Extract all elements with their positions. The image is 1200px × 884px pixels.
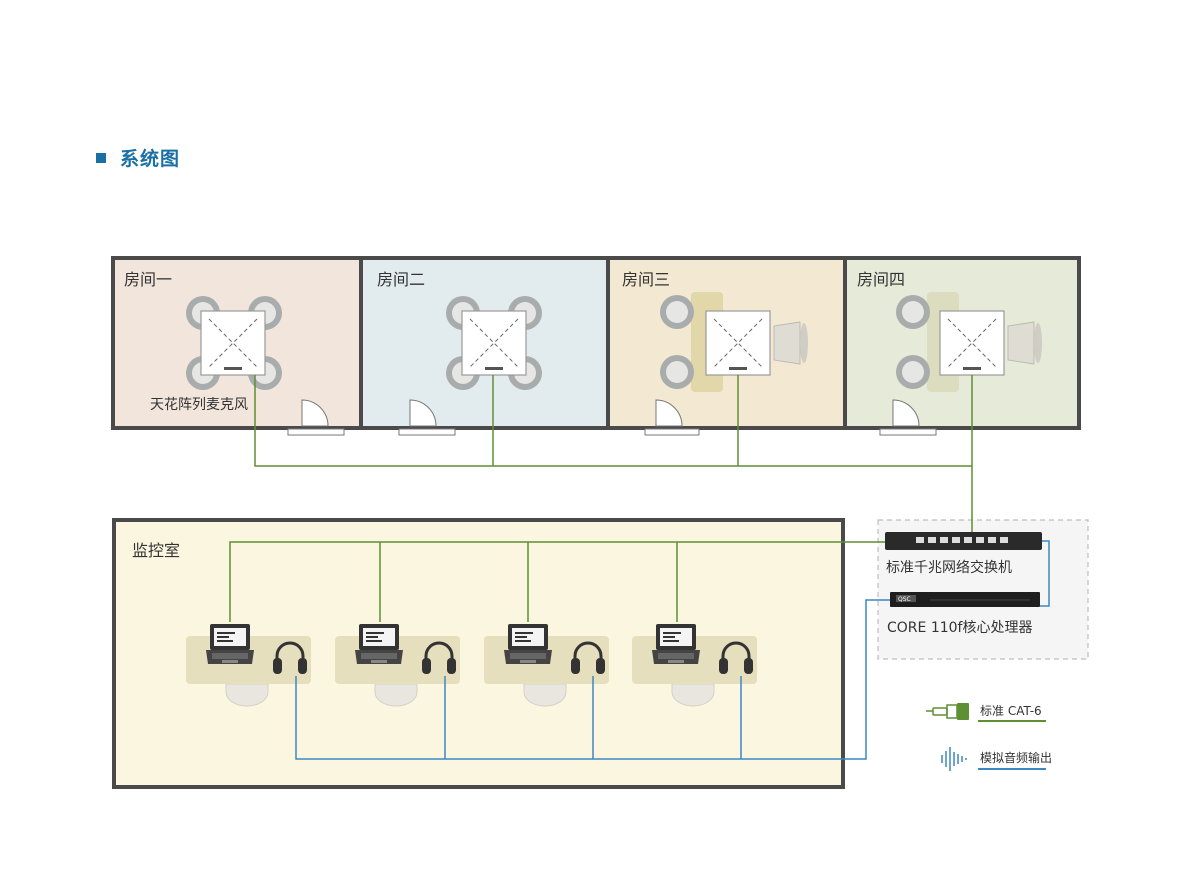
workstation <box>484 624 609 707</box>
switch-label: 标准千兆网络交换机 <box>886 559 1012 576</box>
equipment-rack: 标准千兆网络交换机 QSC CORE 110f核心处理器 <box>877 519 1089 660</box>
rj45-connector-icon <box>926 703 969 720</box>
ceiling-mic-icon <box>705 310 771 376</box>
section-heading: 系统图 <box>96 144 180 171</box>
room-label: 房间二 <box>377 270 425 289</box>
laptop-icon <box>355 624 403 664</box>
rooms-outer-wall <box>111 256 1081 430</box>
room-label: 房间四 <box>857 270 905 289</box>
workstations <box>186 624 757 707</box>
monitor-room-label: 监控室 <box>132 541 180 560</box>
cabling <box>229 375 1050 760</box>
stool <box>374 683 418 707</box>
laptop-icon <box>206 624 254 664</box>
ceiling-mic-icon <box>200 310 266 376</box>
workstation <box>335 624 460 707</box>
ceiling-mic-icon <box>461 310 527 376</box>
stool <box>671 683 715 707</box>
door-icon <box>287 399 345 436</box>
heading-bullet-icon <box>96 152 106 163</box>
audio-cable <box>295 599 890 760</box>
cat6-cable <box>229 541 885 622</box>
rooms-row: 房间一 房间二 房间三 房间四 天花阵列麦克风 <box>111 256 1081 436</box>
section-title: 系统图 <box>120 148 181 170</box>
cat6-cable <box>254 375 972 467</box>
workstation <box>632 624 757 707</box>
monitor-room: 监控室 <box>112 518 845 789</box>
legend-label: 模拟音频输出 <box>980 750 1052 765</box>
legend: 标准 CAT-6 模拟音频输出 <box>926 703 1052 771</box>
mic-caption: 天花阵列麦克风 <box>150 397 248 413</box>
legend-label: 标准 CAT-6 <box>980 704 1042 718</box>
door-icon <box>398 399 456 436</box>
room-label: 房间三 <box>622 270 670 289</box>
stool <box>523 683 567 707</box>
laptop-icon <box>504 624 552 664</box>
door-icon <box>644 399 700 436</box>
processor-label: CORE 110f核心处理器 <box>887 620 1032 636</box>
network-switch-icon <box>885 532 1042 550</box>
processor-logo: QSC <box>898 596 911 603</box>
door-icon <box>879 399 937 436</box>
ceiling-mic-icon <box>939 310 1005 376</box>
stool <box>225 683 269 707</box>
core-processor-icon: QSC <box>890 592 1040 607</box>
room-label: 房间一 <box>124 270 172 289</box>
audio-wave-icon <box>941 747 967 771</box>
workstation <box>186 624 311 707</box>
laptop-icon <box>652 624 700 664</box>
audio-cable <box>1040 540 1050 607</box>
